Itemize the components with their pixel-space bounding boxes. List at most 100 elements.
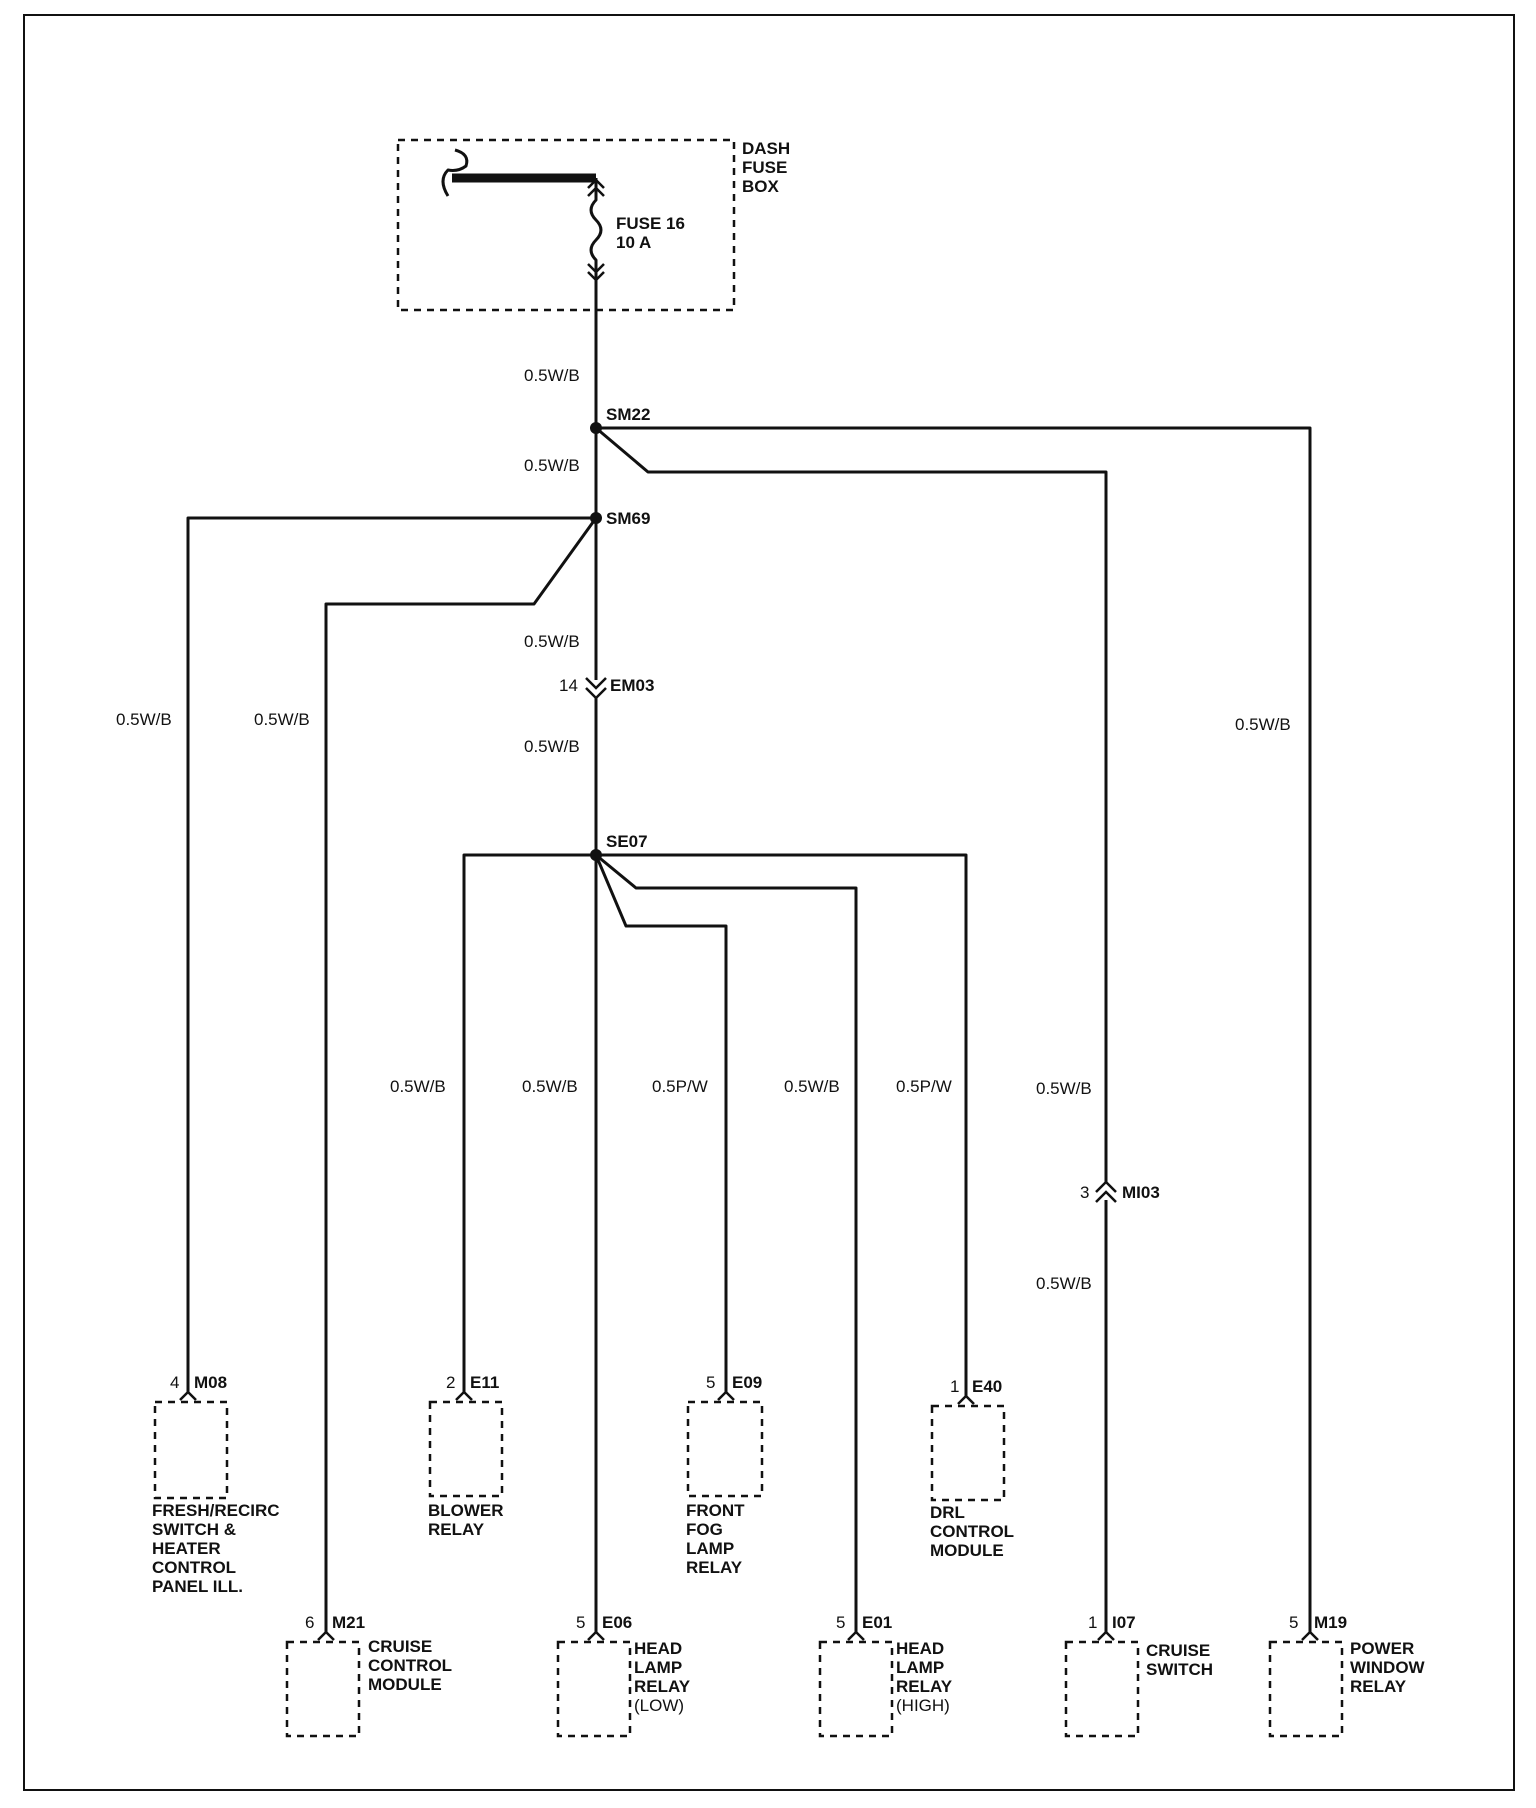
mi03-id-label: MI03 (1122, 1183, 1160, 1202)
component-e11: 2 E11 BLOWER RELAY (428, 1373, 504, 1539)
e06-name-line-3: RELAY (634, 1677, 691, 1696)
trunk-wire-label-3: 0.5W/B (524, 632, 580, 651)
main-trunk: 0.5W/B 0.5W/B 0.5W/B 0.5W/B 14 EM03 (524, 310, 654, 855)
head-low-wire-label: 0.5W/B (522, 1077, 578, 1096)
e01-id-label: E01 (862, 1613, 892, 1632)
component-i07: 1 I07 CRUISE SWITCH (1064, 1613, 1213, 1738)
fuse-box-title-line-2: FUSE (742, 158, 787, 177)
e06-pin-label: 5 (576, 1613, 585, 1632)
m08-box (153, 1400, 229, 1500)
e01-pin-symbol (847, 1630, 865, 1641)
m08-id-label: M08 (194, 1373, 227, 1392)
e06-box (556, 1640, 632, 1738)
e09-name-line-2: FOG (686, 1520, 723, 1539)
mi03-connector-symbol (1095, 1180, 1117, 1203)
mi03-pin-label: 3 (1080, 1183, 1089, 1202)
e40-pin-symbol (957, 1394, 975, 1405)
component-m08: 4 M08 FRESH/RECIRC SWITCH & HEATER CONTR… (152, 1373, 280, 1596)
cruise-switch-wire-label-upper: 0.5W/B (1036, 1079, 1092, 1098)
m19-name-line-1: POWER (1350, 1639, 1414, 1658)
e40-name-line-2: CONTROL (930, 1522, 1014, 1541)
wire-front-fog-lamp-relay (594, 854, 728, 1392)
sm22-branches: 0.5W/B 0.5W/B 0.5W/B 3 MI03 (595, 426, 1312, 1632)
em03-connector-symbol (585, 677, 607, 700)
m21-name-line-2: CONTROL (368, 1656, 452, 1675)
m08-name-line-1: FRESH/RECIRC (152, 1501, 280, 1520)
em03-pin-label: 14 (559, 676, 578, 695)
m08-pin-symbol (179, 1390, 197, 1401)
trunk-wire-label-2: 0.5W/B (524, 456, 580, 475)
m19-pin-label: 5 (1289, 1613, 1298, 1632)
wire-cruise-control-module (324, 517, 598, 1632)
e09-id-label: E09 (732, 1373, 762, 1392)
m08-pin-label: 4 (170, 1373, 179, 1392)
e40-name-line-3: MODULE (930, 1541, 1004, 1560)
fuse-top-connector (587, 178, 605, 197)
e11-id-label: E11 (470, 1373, 499, 1392)
i07-name-line-1: CRUISE (1146, 1641, 1210, 1660)
m19-box (1268, 1640, 1344, 1738)
e40-id-label: E40 (972, 1377, 1002, 1396)
wire-head-lamp-relay-high (595, 853, 858, 1632)
fuse-name-label: FUSE 16 (616, 214, 685, 233)
i07-pin-label: 1 (1088, 1613, 1097, 1632)
e06-name-line-4: (LOW) (634, 1696, 684, 1715)
e11-pin-symbol (455, 1390, 473, 1401)
splice-sm22-label: SM22 (606, 405, 650, 424)
m21-name-line-1: CRUISE (368, 1637, 432, 1656)
dash-fuse-box: DASH FUSE BOX FUSE 16 10 A (396, 138, 790, 312)
i07-id-label: I07 (1112, 1613, 1136, 1632)
blower-wire-label: 0.5W/B (390, 1077, 446, 1096)
wire-blower-relay (462, 853, 596, 1392)
e01-pin-label: 5 (836, 1613, 845, 1632)
e09-pin-symbol (717, 1390, 735, 1401)
fog-wire-label: 0.5P/W (652, 1077, 708, 1096)
component-e09: 5 E09 FRONT FOG LAMP RELAY (686, 1373, 764, 1577)
splice-se07-label: SE07 (606, 832, 648, 851)
e40-pin-label: 1 (950, 1377, 959, 1396)
component-e06: 5 E06 HEAD LAMP RELAY (LOW) (556, 1613, 691, 1738)
e06-id-label: E06 (602, 1613, 632, 1632)
diagram-frame (23, 14, 1515, 1791)
m19-pin-symbol (1301, 1630, 1319, 1641)
m21-pin-label: 6 (305, 1613, 314, 1632)
component-m21: 6 M21 CRUISE CONTROL MODULE (285, 1613, 452, 1738)
e11-name-line-1: BLOWER (428, 1501, 504, 1520)
m19-name-line-3: RELAY (1350, 1677, 1407, 1696)
trunk-wire-label-4: 0.5W/B (524, 737, 580, 756)
e01-name-line-1: HEAD (896, 1639, 944, 1658)
m08-name-line-5: PANEL ILL. (152, 1577, 243, 1596)
m21-box (285, 1640, 361, 1738)
wire-drl-control-module (596, 853, 968, 1396)
e40-box (930, 1404, 1006, 1502)
m21-id-label: M21 (332, 1613, 365, 1632)
m21-name-line-3: MODULE (368, 1675, 442, 1694)
e06-name-line-2: LAMP (634, 1658, 682, 1677)
e01-name-line-2: LAMP (896, 1658, 944, 1677)
fuse-bottom-connector (587, 263, 605, 282)
component-e01: 5 E01 HEAD LAMP RELAY (HIGH) (818, 1613, 953, 1738)
e09-name-line-1: FRONT (686, 1501, 745, 1520)
fuse-16-element (589, 178, 603, 310)
fuse-box-title-line-3: BOX (742, 177, 780, 196)
e09-name-line-4: RELAY (686, 1558, 743, 1577)
e01-box (818, 1640, 894, 1738)
m21-pin-symbol (317, 1630, 335, 1641)
wire-power-window-relay (596, 426, 1312, 1632)
power-window-wire-label: 0.5W/B (1235, 715, 1291, 734)
e06-pin-symbol (587, 1630, 605, 1641)
m08-name-line-3: HEATER (152, 1539, 221, 1558)
trunk-wire-label-1: 0.5W/B (524, 366, 580, 385)
e09-box (686, 1400, 764, 1498)
e09-pin-label: 5 (706, 1373, 715, 1392)
battery-feed-hook (441, 148, 469, 197)
i07-box (1064, 1640, 1140, 1738)
em03-id-label: EM03 (610, 676, 654, 695)
fuse-box-outline (396, 138, 736, 312)
e40-name-line-1: DRL (930, 1503, 965, 1522)
fuse-box-title-line-1: DASH (742, 139, 790, 158)
e11-name-line-2: RELAY (428, 1520, 485, 1539)
head-high-wire-label: 0.5W/B (784, 1077, 840, 1096)
splice-sm69-label: SM69 (606, 509, 650, 528)
